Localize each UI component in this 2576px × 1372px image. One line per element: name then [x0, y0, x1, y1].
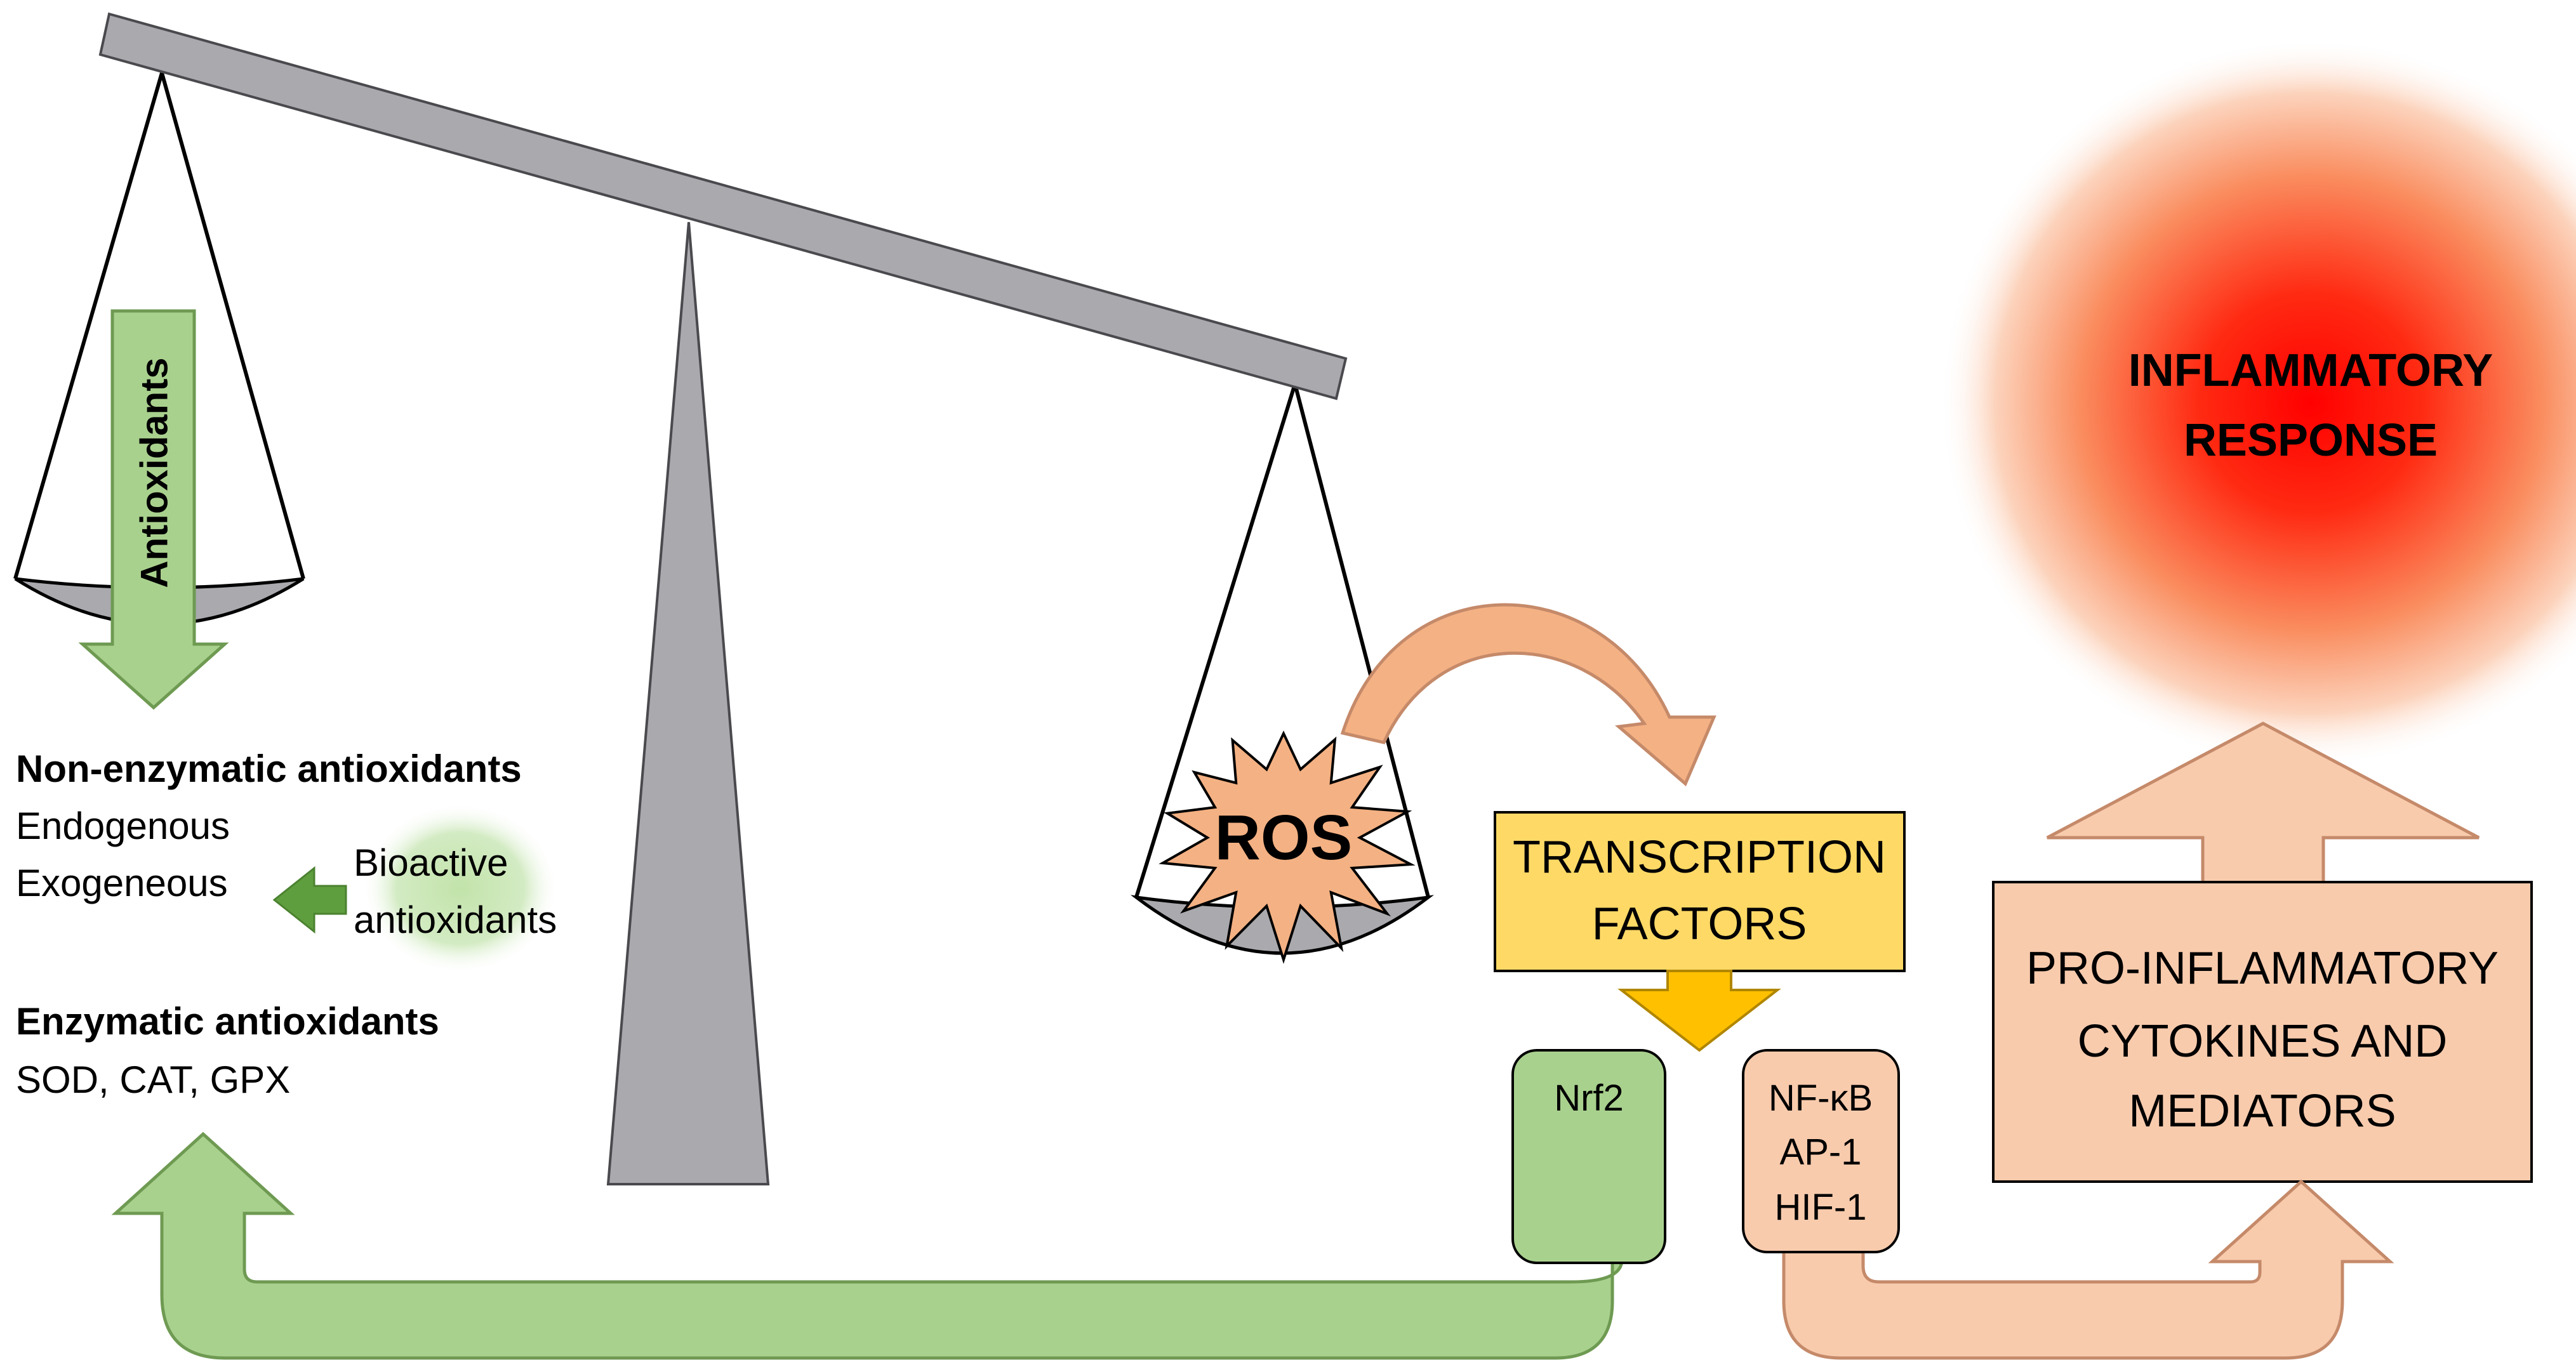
antioxidants-label: Antioxidants: [133, 357, 176, 588]
scale-stand: [606, 221, 770, 1185]
inflammatory-response-line2: RESPONSE: [2184, 415, 2438, 466]
endogenous-label: Endogenous: [16, 805, 230, 847]
nfkb-line3: HIF-1: [1775, 1187, 1867, 1228]
cytokines-line1: PRO-INFLAMMATORY: [2026, 943, 2499, 994]
bioactive-line2: antioxidants: [354, 899, 557, 941]
cytokines-box: [1992, 881, 2533, 1183]
ros-curved-arrow: [1340, 603, 1716, 787]
transcription-factors-line2: FACTORS: [1592, 899, 1807, 949]
left-pan-strings: [13, 72, 305, 579]
nrf2-label: Nrf2: [1554, 1078, 1624, 1119]
bioactive-glow: [362, 803, 559, 974]
enzymes-label: SOD, CAT, GPX: [16, 1059, 290, 1101]
enzymatic-heading: Enzymatic antioxidants: [16, 1000, 439, 1043]
nfkb-line1: NF-κB: [1769, 1078, 1873, 1119]
balance-scale: Antioxidants: [13, 12, 1435, 1185]
cytokines-line2: CYTOKINES AND: [2078, 1016, 2448, 1067]
ros-label: ROS: [1215, 802, 1353, 873]
non-enzymatic-heading: Non-enzymatic antioxidants: [16, 748, 522, 790]
bioactive-left-arrow: [272, 866, 347, 934]
exogenous-label: Exogeneous: [16, 862, 228, 904]
nfkb-to-cytokines-arrow: [1782, 1179, 2394, 1360]
inflammatory-response-line1: INFLAMMATORY: [2128, 345, 2493, 396]
nfkb-box: [1742, 1049, 1900, 1253]
ros-starburst: [1159, 730, 1416, 965]
inflammatory-response-glow: [1939, 38, 2576, 768]
transcription-down-arrow: [1617, 970, 1781, 1052]
nrf2-box: [1511, 1049, 1666, 1264]
bioactive-line1: Bioactive: [354, 841, 508, 884]
nrf2-feedback-arrow: [111, 1131, 1624, 1360]
cytokines-line3: MEDIATORS: [2128, 1086, 2396, 1137]
antioxidants-down-arrow: [78, 309, 229, 710]
nfkb-line2: AP-1: [1780, 1131, 1862, 1173]
transcription-factors-line1: TRANSCRIPTION: [1513, 832, 1886, 883]
scale-beam: [98, 12, 1348, 400]
left-panel: Non-enzymatic antioxidants Endogenous Ex…: [16, 748, 559, 1101]
